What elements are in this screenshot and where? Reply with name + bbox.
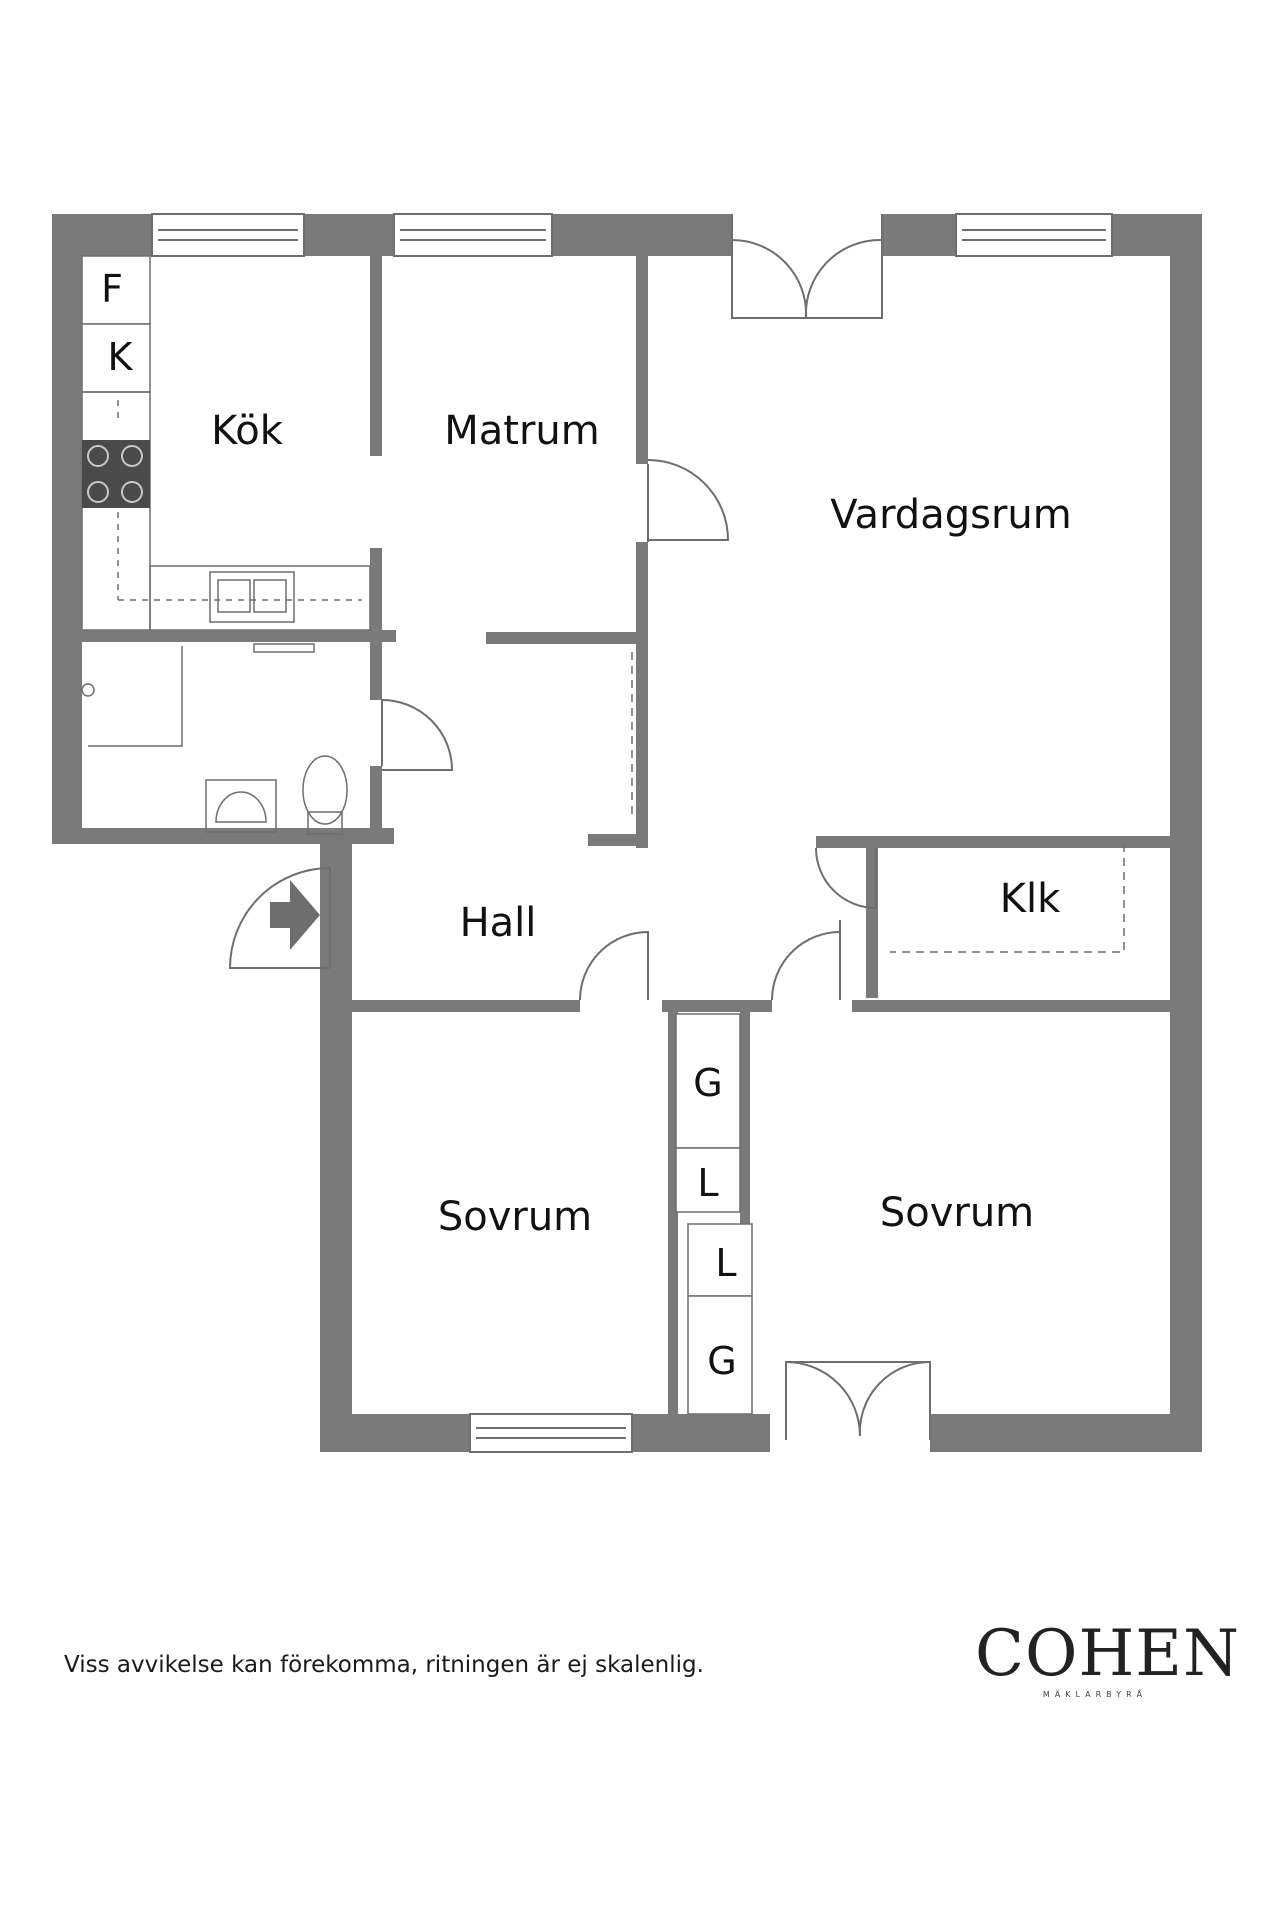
doors [228, 459, 877, 1001]
bathroom-fixtures [81, 646, 348, 835]
closet-right-lower-label: G [707, 1339, 736, 1383]
exterior-walls [52, 214, 1202, 1452]
window-living [955, 213, 1113, 257]
door-dining-living [647, 459, 730, 542]
closets [675, 1013, 753, 1415]
balcony-door-living [731, 214, 883, 319]
sink [209, 571, 295, 623]
room-dining-label: Matrum [444, 408, 599, 454]
windows [151, 213, 1113, 1453]
shower-outline [88, 646, 183, 747]
fridge-label: K [108, 335, 134, 379]
closet-left-upper-label: G [693, 1061, 722, 1105]
room-bedroom-right-label: Sovrum [880, 1190, 1034, 1236]
interior-walls [82, 256, 1182, 1416]
room-kitchen-label: Kök [211, 408, 284, 454]
freezer-label: F [101, 267, 123, 311]
room-closet-label: Klk [1000, 876, 1061, 922]
window-dining [393, 213, 553, 257]
door-bathroom [381, 699, 454, 771]
disclaimer-text: Viss avvikelse kan förekomma, ritningen … [64, 1652, 704, 1678]
wardrobe-dashes [631, 652, 1125, 953]
company-logo: COHEN MÄKLARBYRÅ [975, 1617, 1240, 1699]
door-closet [815, 847, 877, 910]
toilet-icon [302, 755, 348, 825]
entrance-arrow-icon [270, 880, 320, 950]
washbasin [205, 779, 277, 833]
room-living-label: Vardagsrum [830, 492, 1071, 538]
closet-left-lower-label: L [697, 1161, 718, 1205]
logo-name: COHEN [975, 1617, 1240, 1691]
logo-subtitle: MÄKLARBYRÅ [1042, 1690, 1148, 1699]
balcony-door-bedroom [770, 1360, 931, 1452]
room-hall-label: Hall [460, 900, 537, 946]
fridge-box [81, 323, 151, 393]
closet-right-upper-label: L [715, 1241, 736, 1285]
door-entrance [228, 867, 331, 969]
stove-icon [82, 440, 150, 508]
kitchen-fixtures [81, 255, 371, 653]
door-bedroom-right [771, 930, 841, 1001]
door-bedroom-left [579, 930, 649, 1001]
window-bedroom-left [469, 1413, 633, 1453]
room-bedroom-left-label: Sovrum [438, 1194, 592, 1240]
window-kitchen [151, 213, 305, 257]
